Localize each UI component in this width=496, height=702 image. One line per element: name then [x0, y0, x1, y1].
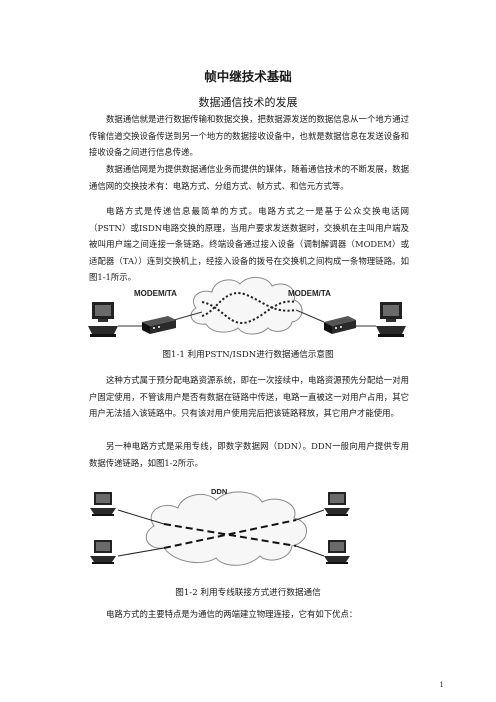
- paragraph-2: 数据通信网是为提供数据通信业务而提供的媒体，随着通信技术的不断发展，数据通信网的…: [89, 164, 409, 191]
- computer-icon: [324, 540, 350, 564]
- ddn-cloud-label: DDN: [211, 487, 227, 496]
- paragraph-6: 电路方式的主要特点是为通信的两端建立物理连接，它有如下优点：: [106, 609, 358, 619]
- dotted-crossing-lines: [201, 292, 297, 325]
- modem-label-right: MODEM/TA: [288, 289, 331, 298]
- page-title: 帧中继技术基础: [204, 69, 292, 84]
- modem-icon: [142, 316, 176, 334]
- figure-pstn-diagram: MODEM/TA MODEM/TA: [88, 277, 406, 337]
- paragraph-4: 这种方式属于预分配电路资源系统，即在一次接续中，电路资源预先分配给一对用户固定使…: [89, 375, 409, 419]
- paragraph-1: 数据通信就是进行数据传输和数据交换，把数据源发送的数据信息从一个地方通过传输信道…: [89, 114, 409, 158]
- figure-caption-2: 图1-2 利用专线联接方式进行数据通信: [175, 588, 321, 598]
- computer-icon: [324, 492, 350, 516]
- page-number: 1: [439, 681, 444, 689]
- computer-icon: [376, 302, 406, 337]
- network-cloud-icon: [145, 491, 307, 566]
- section-heading: 数据通信技术的发展: [198, 96, 298, 109]
- dashed-crossing-lines: [163, 519, 297, 549]
- paragraph-5: 另一种电路方式是采用专线，即数字数据网（DDN）。DDN一般向用户提供专用数据传…: [89, 441, 409, 468]
- figure-ddn-diagram: DDN: [90, 487, 350, 566]
- paragraph-3: 电路方式是传递信息最简单的方式。电路方式之一是基于公众交换电话网（PSTN）或I…: [89, 206, 409, 283]
- computer-icon: [90, 540, 116, 564]
- connection-lines: [117, 509, 325, 557]
- network-cloud-icon: [190, 277, 303, 335]
- computer-icon: [90, 492, 116, 516]
- modem-icon: [324, 316, 356, 334]
- modem-label-left: MODEM/TA: [134, 289, 177, 298]
- computer-icon: [88, 302, 118, 337]
- figure-caption-1: 图1-1 利用PSTN/ISDN进行数据通信示意图: [162, 350, 334, 360]
